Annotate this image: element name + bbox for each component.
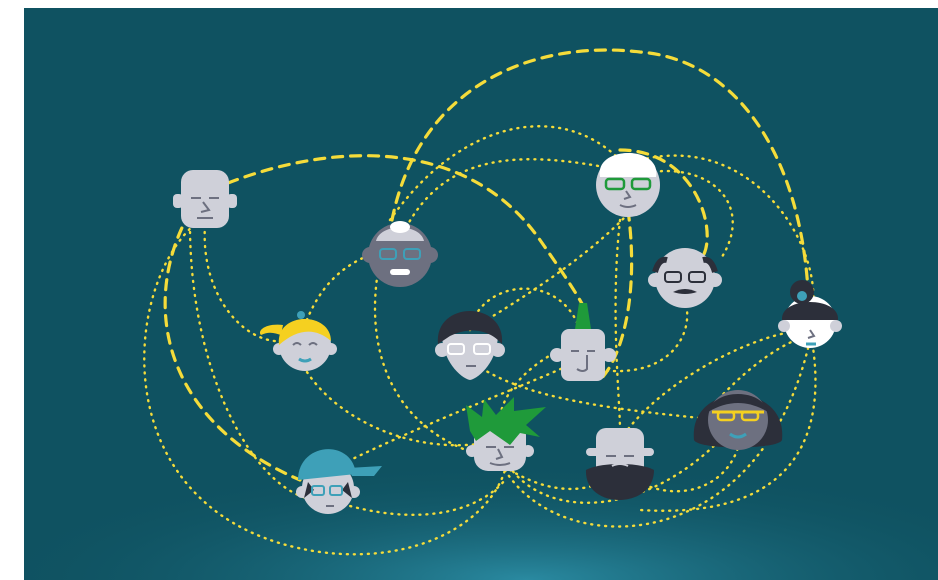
avatar-bearded-man	[585, 428, 654, 500]
dotted-link-4	[298, 248, 382, 342]
avatar-old-man-glasses	[362, 221, 438, 287]
avatar-dark-hair-glasses	[435, 311, 505, 380]
dotted-link-24	[498, 348, 562, 422]
network-illustration	[24, 8, 938, 580]
avatar-block-head	[173, 170, 237, 228]
dotted-link-6	[398, 158, 622, 242]
dotted-link-18	[598, 288, 689, 373]
avatar-white-hair-green-glasses	[596, 153, 660, 217]
avatar-spiky-green-hair	[466, 397, 546, 471]
dotted-link-2	[203, 223, 292, 343]
dotted-link-1	[143, 218, 507, 556]
dashed-link-5	[618, 148, 709, 262]
dotted-link-16	[503, 338, 812, 528]
dotted-link-15	[503, 438, 722, 504]
dotted-link-22	[328, 478, 507, 517]
background-glow	[24, 380, 938, 580]
avatar-yellow-glasses-woman	[693, 390, 783, 450]
dotted-link-8	[638, 154, 815, 322]
dotted-link-17	[508, 468, 622, 491]
avatar-blonde-woman	[259, 311, 337, 371]
dotted-link-23	[614, 218, 622, 432]
dotted-link-25	[638, 328, 817, 512]
avatar-blue-cap	[296, 449, 382, 514]
dotted-link-3	[188, 223, 322, 502]
avatar-mustache-glasses	[648, 248, 722, 308]
avatar-green-mohawk	[550, 303, 616, 381]
dashed-link-2	[390, 48, 810, 292]
dotted-link-9	[373, 258, 502, 462]
dotted-link-10	[468, 287, 582, 332]
avatar-bun-hair-woman	[778, 280, 842, 348]
